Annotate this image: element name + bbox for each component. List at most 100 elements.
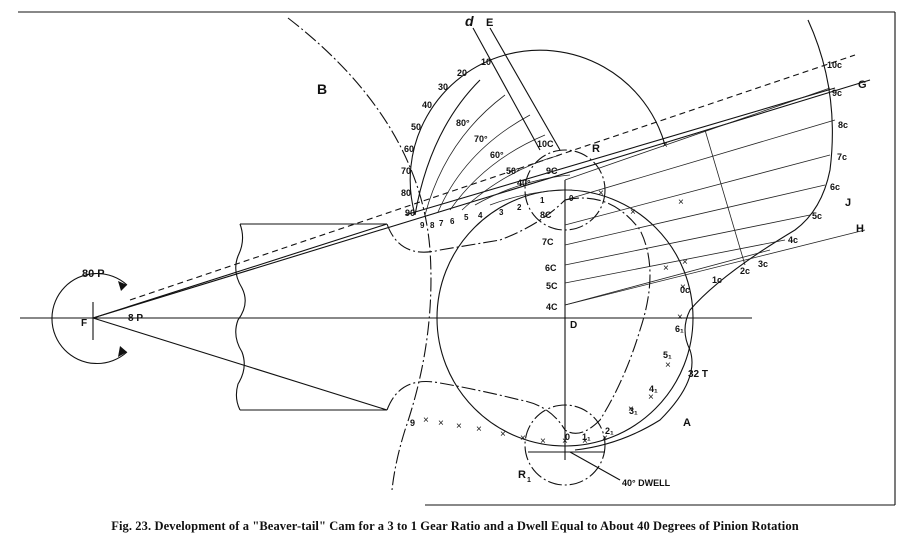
num-5: 5 [464, 213, 469, 222]
label-B: B [317, 81, 327, 97]
svg-text:×: × [438, 418, 444, 429]
sub-2: 2₁ [605, 426, 614, 436]
num-4: 4 [478, 211, 483, 220]
label-32T: 32 T [688, 369, 708, 380]
deg-10: 10 [481, 57, 491, 67]
svg-text:×: × [602, 433, 608, 444]
C-10C: 10C [537, 139, 554, 149]
c-0c: 0c [680, 285, 690, 295]
frame-border [18, 11, 896, 506]
label-A: A [683, 417, 691, 429]
figure-caption: Fig. 23. Development of a "Beaver-tail" … [111, 519, 799, 533]
C-4C: 4C [546, 302, 558, 312]
svg-text:×: × [663, 263, 669, 274]
svg-text:×: × [682, 257, 688, 268]
svg-text:×: × [540, 436, 546, 447]
label-F: F [81, 318, 87, 329]
deg-40: 40 [422, 100, 432, 110]
diagram-labels: B d E G H J A R R 1 F D 80 P 8 P 32 T 40… [81, 13, 867, 488]
c-10c: 10c [827, 60, 842, 70]
c-5c: 5c [812, 211, 822, 221]
sub-9: 9 [410, 418, 415, 428]
c-2c: 2c [740, 266, 750, 276]
svg-text:×: × [582, 436, 588, 447]
num-9: 9 [420, 221, 425, 230]
gear-blank [235, 223, 387, 411]
beaver-tail-outline [574, 19, 833, 451]
C-9C: 9C [546, 166, 558, 176]
x-markers: ××× ××× ××× ××× ××× ××× ××× [423, 140, 688, 447]
c-1c: 1c [712, 275, 722, 285]
svg-text:×: × [500, 429, 506, 440]
C-5C: 5C [546, 281, 558, 291]
lines-d-E [472, 27, 561, 151]
svg-text:×: × [680, 282, 686, 293]
inner-deg-80: 80° [456, 118, 470, 128]
num-3: 3 [499, 208, 504, 217]
gear-tooth-scallops [386, 197, 651, 434]
label-80P: 80 P [82, 268, 105, 280]
deg-60: 60 [404, 144, 414, 154]
svg-text:×: × [677, 312, 683, 323]
svg-text:×: × [678, 197, 684, 208]
c-7c: 7c [837, 152, 847, 162]
svg-text:×: × [630, 207, 636, 218]
num-0: 0 [569, 194, 574, 203]
svg-text:×: × [648, 392, 654, 403]
num-7: 7 [439, 219, 444, 228]
label-R: R [592, 143, 600, 155]
C-6C: 6C [545, 263, 557, 273]
c-4c: 4c [788, 235, 798, 245]
inner-deg-60: 60° [490, 150, 504, 160]
svg-text:×: × [628, 404, 634, 415]
sub-0: 0 [565, 432, 570, 442]
sub-5: 5₁ [663, 350, 672, 360]
C-7C: 7C [542, 237, 554, 247]
svg-text:×: × [423, 415, 429, 426]
tangent-lines [92, 54, 871, 411]
label-R1-sub: 1 [527, 477, 531, 484]
upper-construction-arcs [409, 49, 666, 216]
inner-deg-70: 70° [474, 134, 488, 144]
num-6: 6 [450, 217, 455, 226]
c-9c: 9c [832, 88, 842, 98]
num-8: 8 [430, 221, 435, 230]
svg-text:×: × [456, 421, 462, 432]
sub-1: 1₁ [582, 432, 591, 442]
num-2: 2 [517, 203, 522, 212]
arc-B [287, 17, 432, 491]
label-E: E [486, 17, 493, 29]
label-H: H [856, 223, 864, 235]
deg-90: 90 [405, 208, 415, 218]
label-D: D [570, 320, 577, 331]
sub-3: 3₁ [629, 406, 638, 416]
label-d: d [465, 13, 474, 29]
C-8C: 8C [540, 210, 552, 220]
svg-text:×: × [562, 436, 568, 447]
svg-text:×: × [662, 140, 668, 151]
inner-deg-50: 50° [506, 166, 520, 176]
svg-text:×: × [665, 360, 671, 371]
c-3c: 3c [758, 259, 768, 269]
label-R1: R [518, 469, 526, 481]
dwell-marker [528, 451, 621, 481]
label-dwell: 40° DWELL [622, 478, 671, 488]
deg-20: 20 [457, 68, 467, 78]
sub-6: 6₁ [675, 324, 684, 334]
svg-text:×: × [598, 188, 604, 199]
right-construction-lines [564, 87, 866, 306]
label-G: G [858, 79, 867, 91]
sub-4: 4₁ [649, 384, 658, 394]
deg-80: 80 [401, 188, 411, 198]
pinion-circle [51, 272, 128, 365]
deg-70: 70 [401, 166, 411, 176]
label-8P: 8 P [128, 313, 143, 324]
svg-text:×: × [476, 424, 482, 435]
deg-30: 30 [438, 82, 448, 92]
c-8c: 8c [838, 120, 848, 130]
inner-deg-40: 40° [517, 178, 531, 188]
deg-50: 50 [411, 122, 421, 132]
c-6c: 6c [830, 182, 840, 192]
label-J: J [845, 197, 851, 209]
